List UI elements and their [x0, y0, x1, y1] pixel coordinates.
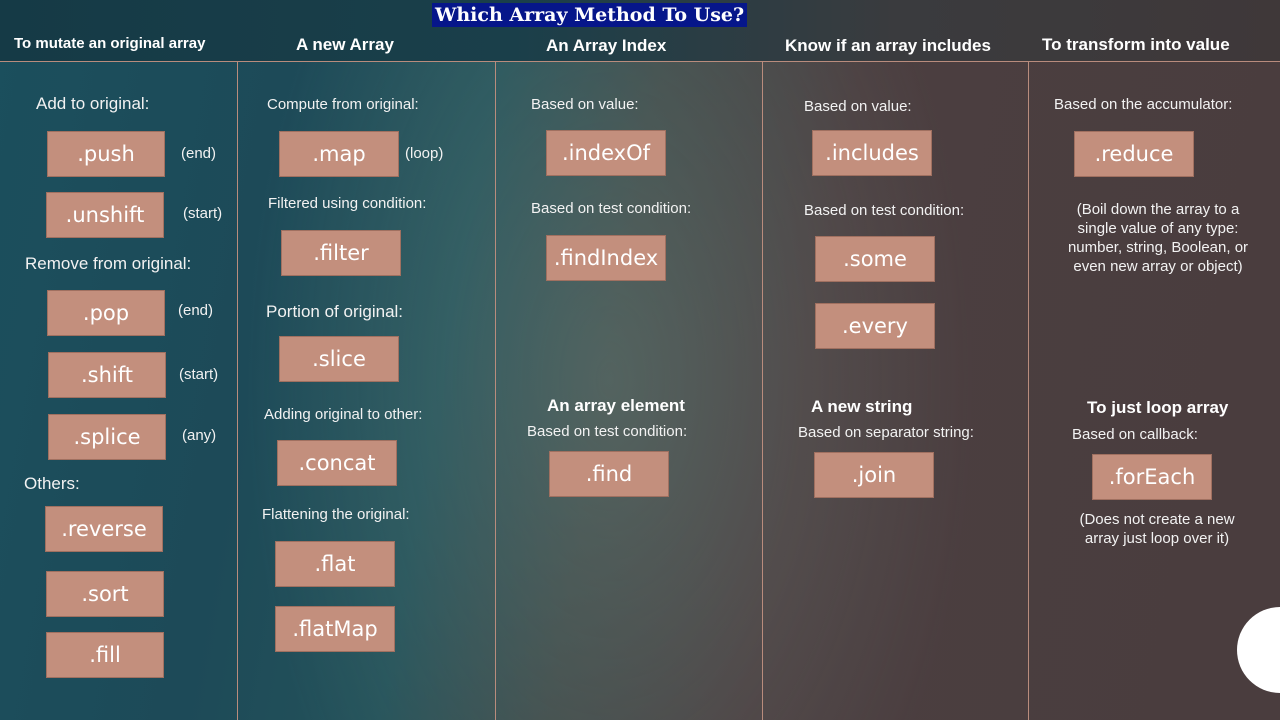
map-method-box[interactable]: .map	[279, 131, 399, 177]
pop-method-box[interactable]: .pop	[47, 290, 165, 336]
reduce-method-box[interactable]: .reduce	[1074, 131, 1194, 177]
compute-from-original-label: Compute from original:	[267, 96, 419, 113]
find-method-box[interactable]: .find	[549, 451, 669, 497]
separator-string-label: Based on separator string:	[798, 424, 974, 441]
unshift-hint: (start)	[183, 205, 223, 222]
based-on-value-label: Based on value:	[531, 96, 639, 113]
flat-method-box[interactable]: .flat	[275, 541, 395, 587]
element-test-condition-label: Based on test condition:	[527, 423, 688, 440]
column-heading-includes: Know if an array includes	[785, 36, 991, 55]
foreach-method-box[interactable]: .forEach	[1092, 454, 1212, 500]
portion-of-original-label: Portion of original:	[266, 302, 404, 321]
filter-method-box[interactable]: .filter	[281, 230, 401, 276]
column-divider	[1028, 62, 1029, 720]
reduce-note-line: number, string, Boolean, or	[1067, 239, 1249, 256]
includes-method-box[interactable]: .includes	[812, 130, 932, 176]
unshift-method-box[interactable]: .unshift	[46, 192, 164, 238]
based-on-test-condition-label: Based on test condition:	[531, 200, 692, 217]
header-divider	[0, 61, 1280, 62]
column-heading-array-index: An Array Index	[546, 36, 667, 55]
concat-method-box[interactable]: .concat	[277, 440, 397, 486]
splice-hint: (any)	[182, 427, 217, 444]
foreach-note: (Does not create a new array just loop o…	[1057, 510, 1257, 548]
splice-method-box[interactable]: .splice	[48, 414, 166, 460]
reverse-method-box[interactable]: .reverse	[45, 506, 163, 552]
indexof-method-box[interactable]: .indexOf	[546, 130, 666, 176]
every-method-box[interactable]: .every	[815, 303, 935, 349]
findindex-method-box[interactable]: .findIndex	[546, 235, 666, 281]
some-method-box[interactable]: .some	[815, 236, 935, 282]
reduce-note-line: (Boil down the array to a	[1076, 201, 1240, 218]
pop-hint: (end)	[178, 302, 214, 319]
filtered-using-condition-label: Filtered using condition:	[268, 195, 427, 212]
remove-from-original-label: Remove from original:	[25, 254, 192, 273]
just-loop-heading: To just loop array	[1087, 398, 1229, 417]
adding-original-to-other-label: Adding original to other:	[264, 406, 423, 423]
column-heading-mutate: To mutate an original array	[14, 35, 206, 52]
array-element-heading: An array element	[547, 396, 685, 415]
sort-method-box[interactable]: .sort	[46, 571, 164, 617]
reduce-note: (Boil down the array to a single value o…	[1050, 200, 1266, 276]
fill-method-box[interactable]: .fill	[46, 632, 164, 678]
push-method-box[interactable]: .push	[47, 131, 165, 177]
includes-test-condition-label: Based on test condition:	[804, 202, 965, 219]
column-divider	[237, 62, 238, 720]
page-title: Which Array Method To Use?	[432, 3, 748, 27]
new-string-heading: A new string	[811, 397, 913, 416]
others-label: Others:	[24, 474, 80, 493]
includes-based-on-value-label: Based on value:	[804, 98, 912, 115]
slice-method-box[interactable]: .slice	[279, 336, 399, 382]
flattening-the-original-label: Flattening the original:	[262, 506, 410, 523]
shift-hint: (start)	[179, 366, 219, 383]
callback-label: Based on callback:	[1072, 426, 1198, 443]
foreach-note-line: array just loop over it)	[1084, 530, 1230, 547]
flatmap-method-box[interactable]: .flatMap	[275, 606, 395, 652]
join-method-box[interactable]: .join	[814, 452, 934, 498]
push-hint: (end)	[181, 145, 217, 162]
foreach-note-line: (Does not create a new	[1079, 511, 1235, 528]
map-hint: (loop)	[405, 145, 444, 162]
column-heading-new-array: A new Array	[296, 35, 394, 54]
shift-method-box[interactable]: .shift	[48, 352, 166, 398]
column-divider	[762, 62, 763, 720]
accumulator-label: Based on the accumulator:	[1054, 96, 1233, 113]
column-heading-transform: To transform into value	[1042, 35, 1230, 54]
add-to-original-label: Add to original:	[36, 94, 150, 113]
reduce-note-line: single value of any type:	[1077, 220, 1239, 237]
column-divider	[495, 62, 496, 720]
decorative-circle	[1237, 607, 1280, 693]
reduce-note-line: even new array or object)	[1073, 258, 1243, 275]
